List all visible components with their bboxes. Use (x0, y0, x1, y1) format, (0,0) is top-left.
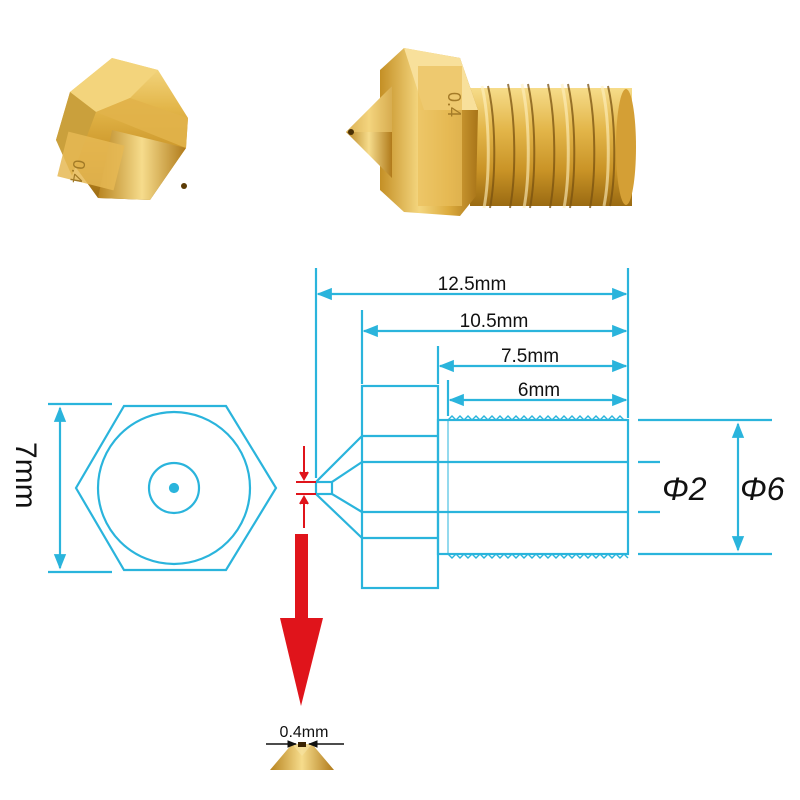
nozzle-photo-front: 0.4 (56, 58, 188, 200)
nozzle-photo-side: 0.4 (346, 48, 636, 216)
tip-hole-label: 0.4mm (280, 724, 329, 741)
thread-ridges (487, 83, 616, 209)
thread-diameter-label: Φ6 (740, 471, 785, 507)
hex-width-label: 7mm (9, 442, 42, 509)
tip-closeup (266, 740, 344, 770)
tip-hole-marker (296, 446, 316, 528)
tip-hole-arrow (280, 534, 323, 706)
inner-bore-label: Φ2 (662, 471, 707, 507)
thread-section-label: 7.5mm (501, 346, 559, 367)
nozzle-marking-side: 0.4 (444, 92, 464, 117)
hex-end-view (48, 402, 278, 574)
body-length-label: 10.5mm (460, 311, 529, 332)
side-view-drawing (314, 268, 772, 590)
total-length-label: 12.5mm (438, 274, 507, 295)
thread-length-label: 6mm (518, 380, 560, 401)
nozzle-marking: 0.4 (66, 158, 89, 185)
